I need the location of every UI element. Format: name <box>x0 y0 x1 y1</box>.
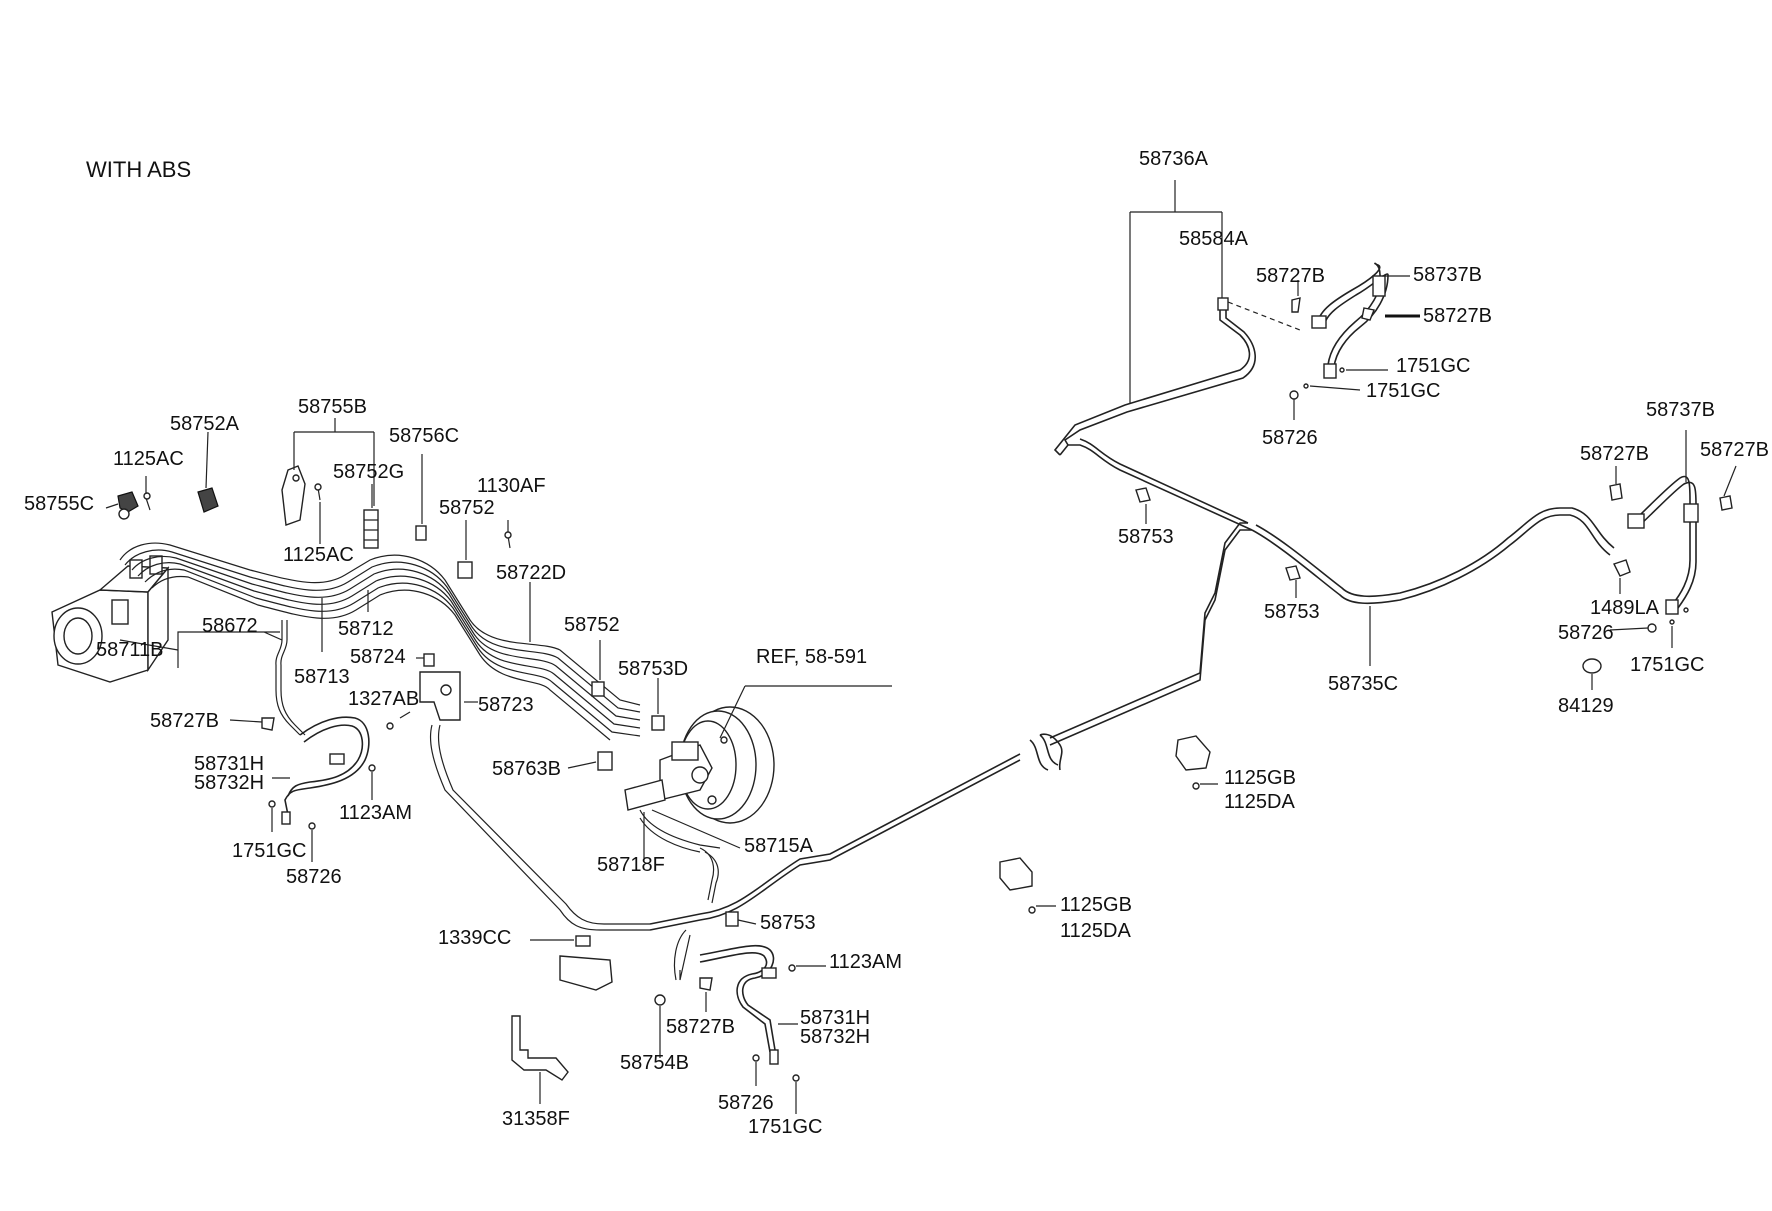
brake-line-rear-long <box>649 759 1021 931</box>
label-58737B: 58737B <box>1413 264 1482 286</box>
label-58753D: 58753D <box>618 658 689 680</box>
label-1751GC: 1751GC <box>1366 380 1441 402</box>
brake-line-rear-left <box>1251 514 1611 605</box>
label-1130AF: 1130AF <box>477 475 546 497</box>
label-1123AM: 1123AM <box>829 951 903 973</box>
master-cylinder <box>624 741 713 811</box>
label-58756C: 58756C <box>389 425 460 447</box>
label-58752G: 58752G <box>333 461 405 483</box>
rear-right-hose-upper <box>1311 262 1389 379</box>
label-58722D: 58722D <box>496 562 567 584</box>
small-parts <box>117 297 1733 1082</box>
label-58731H: 58731H <box>800 1007 871 1029</box>
label-1327AB: 1327AB <box>348 688 420 710</box>
label-1125DA: 1125DA <box>1224 791 1295 813</box>
label-1751GC: 1751GC <box>1630 654 1705 676</box>
leader-lines <box>105 180 1737 1114</box>
label-58726: 58726 <box>718 1092 774 1114</box>
label-58737B: 58737B <box>1646 399 1715 421</box>
label-1125AC: 1125AC <box>113 448 184 470</box>
label-58726: 58726 <box>1558 622 1614 644</box>
label-58672: 58672 <box>202 615 258 637</box>
label-58584A: 58584A <box>1179 228 1248 250</box>
label-1125DA: 1125DA <box>1060 920 1131 942</box>
label-84129: 84129 <box>1558 695 1614 717</box>
label-1125GB: 1125GB <box>1060 894 1132 916</box>
label-1751GC: 1751GC <box>1396 355 1471 377</box>
label-1123AM: 1123AM <box>339 802 413 824</box>
rear-left-hose <box>1627 475 1699 615</box>
label-58755B: 58755B <box>298 396 367 418</box>
label-58753: 58753 <box>1118 526 1174 548</box>
label-58726: 58726 <box>286 866 342 888</box>
label-58735C: 58735C <box>1328 673 1399 695</box>
brake-line-bundle <box>119 542 641 741</box>
label-58753: 58753 <box>760 912 816 934</box>
front-left-hose <box>281 716 370 825</box>
abs-hydraulic-unit <box>51 555 170 683</box>
label-58753: 58753 <box>1264 601 1320 623</box>
label-58727B: 58727B <box>1256 265 1325 287</box>
label-58712: 58712 <box>338 618 394 640</box>
label-31358F: 31358F <box>502 1108 570 1130</box>
brake-line-center <box>429 724 650 931</box>
label-58727B: 58727B <box>1423 305 1492 327</box>
label-1339CC: 1339CC <box>438 927 512 949</box>
label-58763B: 58763B <box>492 758 561 780</box>
label-58711B: 58711B <box>96 639 164 661</box>
label-58727B: 58727B <box>1700 439 1769 461</box>
label-58752: 58752 <box>439 497 495 519</box>
label-1751GC: 1751GC <box>748 1116 823 1138</box>
label-58723: 58723 <box>478 694 534 716</box>
label-58732H: 58732H <box>800 1026 871 1048</box>
label-58736A: 58736A <box>1139 148 1208 170</box>
label-1125GB: 1125GB <box>1224 767 1296 789</box>
label-58724: 58724 <box>350 646 406 668</box>
label-58713: 58713 <box>294 666 350 688</box>
label-58755C: 58755C <box>24 493 95 515</box>
label-58732H: 58732H <box>194 772 265 794</box>
front-right-hose <box>699 944 779 1065</box>
label-58731H: 58731H <box>194 753 265 775</box>
label-58715A: 58715A <box>744 835 813 857</box>
label-1751GC: 1751GC <box>232 840 307 862</box>
diagram-title: WITH ABS <box>86 157 192 182</box>
label-58727B: 58727B <box>666 1016 735 1038</box>
label-58727B: 58727B <box>1580 443 1649 465</box>
brake-line-left-front <box>275 620 301 736</box>
label-58752A: 58752A <box>170 413 239 435</box>
brake-line-rear-right-upper <box>1059 444 1253 531</box>
label-1125AC: 1125AC <box>283 544 354 566</box>
label-58752: 58752 <box>564 614 620 636</box>
label-58718F: 58718F <box>597 854 665 876</box>
label-58726: 58726 <box>1262 427 1318 449</box>
label-58754B: 58754B <box>620 1052 689 1074</box>
label-58727B: 58727B <box>150 710 219 732</box>
label-1489LA: 1489LA <box>1590 597 1659 619</box>
label-ref-58-591: REF, 58-591 <box>756 646 868 668</box>
